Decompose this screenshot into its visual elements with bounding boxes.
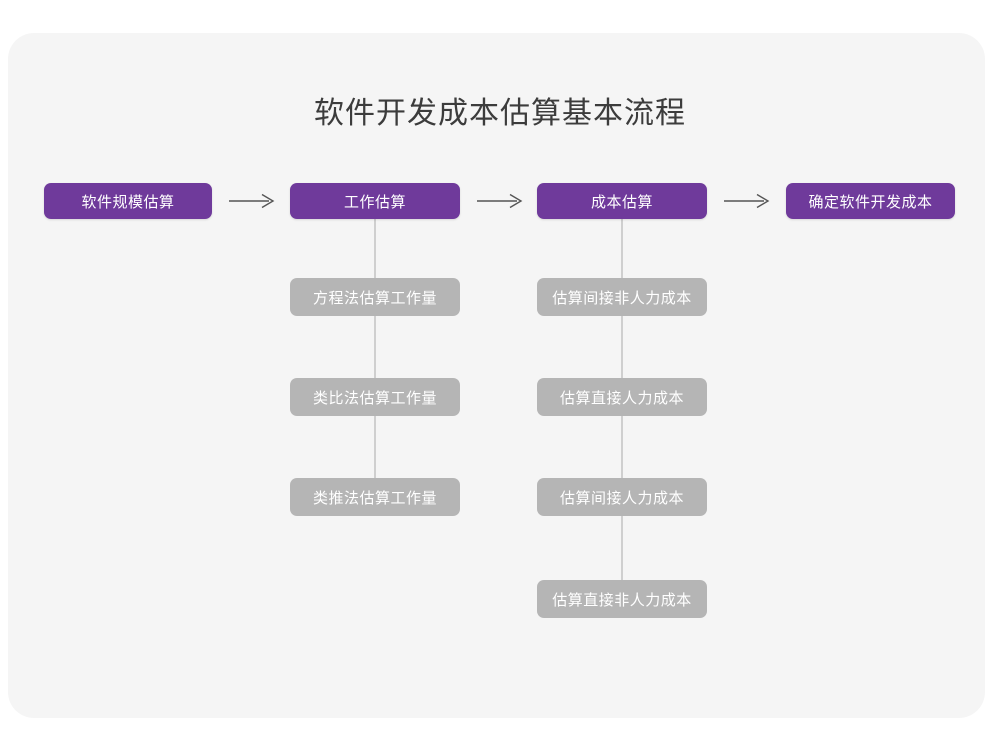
- substep-label: 类比法估算工作量: [312, 389, 437, 407]
- stage-label: 确定软件开发成本: [808, 193, 933, 211]
- arrow-right-icon: [477, 193, 523, 209]
- stage-label: 成本估算: [590, 193, 653, 211]
- substep-box-direct-nonlabor-cost[interactable]: 估算直接非人力成本: [537, 580, 707, 618]
- substep-box-direct-labor-cost[interactable]: 估算直接人力成本: [537, 378, 707, 416]
- substep-label: 估算间接非人力成本: [552, 289, 692, 307]
- page-title: 软件开发成本估算基本流程: [314, 97, 686, 130]
- diagram-card: [8, 33, 985, 718]
- substep-label: 方程法估算工作量: [312, 289, 437, 307]
- substep-box-analogy-method-workload[interactable]: 类比法估算工作量: [290, 378, 460, 416]
- stage-label: 工作估算: [343, 193, 406, 211]
- arrow-stage1-to-stage2: [229, 189, 275, 213]
- arrow-stage3-to-stage4: [724, 189, 770, 213]
- substep-label: 估算直接非人力成本: [552, 591, 692, 609]
- substep-box-analogical-method-workload[interactable]: 类推法估算工作量: [290, 478, 460, 516]
- substep-box-indirect-labor-cost[interactable]: 估算间接人力成本: [537, 478, 707, 516]
- substep-box-indirect-nonlabor-cost[interactable]: 估算间接非人力成本: [537, 278, 707, 316]
- connector-line-stage3: [621, 219, 623, 618]
- substep-label: 估算间接人力成本: [559, 489, 684, 507]
- substep-label: 估算直接人力成本: [559, 389, 684, 407]
- arrow-stage2-to-stage3: [477, 189, 523, 213]
- stage-box-software-scale-estimation[interactable]: 软件规模估算: [44, 183, 212, 219]
- substep-box-equation-method-workload[interactable]: 方程法估算工作量: [290, 278, 460, 316]
- arrow-right-icon: [229, 193, 275, 209]
- stage-box-cost-estimation[interactable]: 成本估算: [537, 183, 707, 219]
- stage-label: 软件规模估算: [81, 193, 175, 211]
- stage-box-determine-development-cost[interactable]: 确定软件开发成本: [786, 183, 955, 219]
- connector-line-stage2: [374, 219, 376, 515]
- stage-box-work-estimation[interactable]: 工作估算: [290, 183, 460, 219]
- substep-label: 类推法估算工作量: [312, 489, 437, 507]
- arrow-right-icon: [724, 193, 770, 209]
